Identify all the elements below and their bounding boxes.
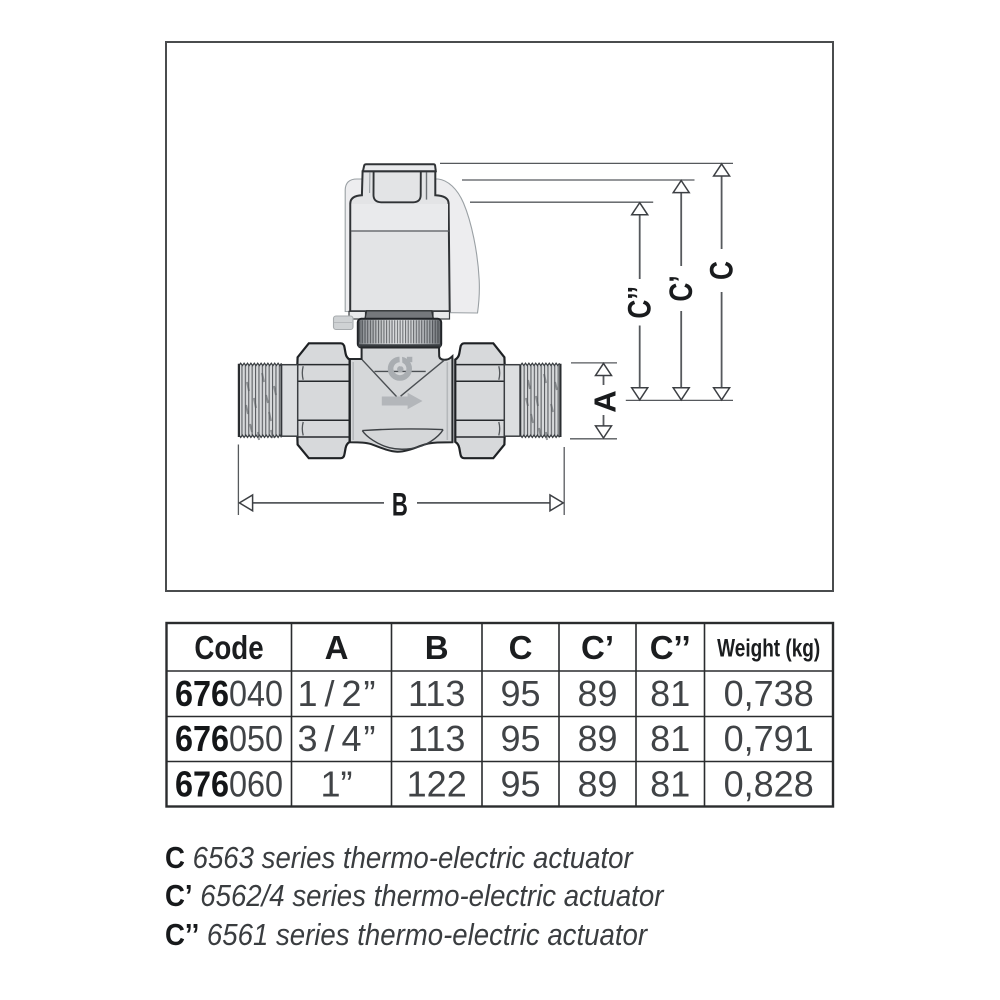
svg-text:0,791: 0,791 (724, 718, 814, 759)
svg-text:A: A (325, 629, 349, 666)
svg-text:1/2”: 1/2” (297, 673, 375, 714)
svg-text:3/4”: 3/4” (297, 718, 375, 759)
svg-text:C: C (509, 629, 533, 666)
svg-text:C’: C’ (665, 275, 700, 301)
svg-text:C: C (705, 261, 740, 280)
svg-text:Weight (kg): Weight (kg) (717, 634, 820, 662)
svg-text:113: 113 (408, 673, 465, 714)
svg-text:1”: 1” (320, 764, 352, 805)
svg-text:0,828: 0,828 (724, 764, 814, 805)
svg-text:89: 89 (577, 673, 617, 714)
svg-text:95: 95 (500, 718, 540, 759)
svg-text:B: B (425, 629, 449, 666)
svg-text:89: 89 (577, 764, 617, 805)
svg-text:C’’: C’’ (650, 629, 691, 666)
svg-text:81: 81 (650, 718, 690, 759)
svg-text:0,738: 0,738 (724, 673, 814, 714)
svg-text:113: 113 (408, 718, 465, 759)
svg-text:Code: Code (194, 630, 263, 667)
svg-text:C’: C’ (581, 629, 614, 666)
svg-text:B: B (392, 486, 408, 522)
svg-text:95: 95 (500, 764, 540, 805)
svg-text:676060: 676060 (175, 765, 283, 805)
svg-text:89: 89 (577, 718, 617, 759)
svg-text:122: 122 (407, 764, 467, 805)
svg-text:95: 95 (500, 673, 540, 714)
svg-text:C’’: C’’ (623, 286, 658, 319)
svg-text:81: 81 (650, 673, 690, 714)
svg-text:A: A (587, 390, 622, 412)
svg-text:81: 81 (650, 764, 690, 805)
svg-text:676050: 676050 (175, 719, 283, 759)
svg-text:676040: 676040 (175, 674, 283, 714)
